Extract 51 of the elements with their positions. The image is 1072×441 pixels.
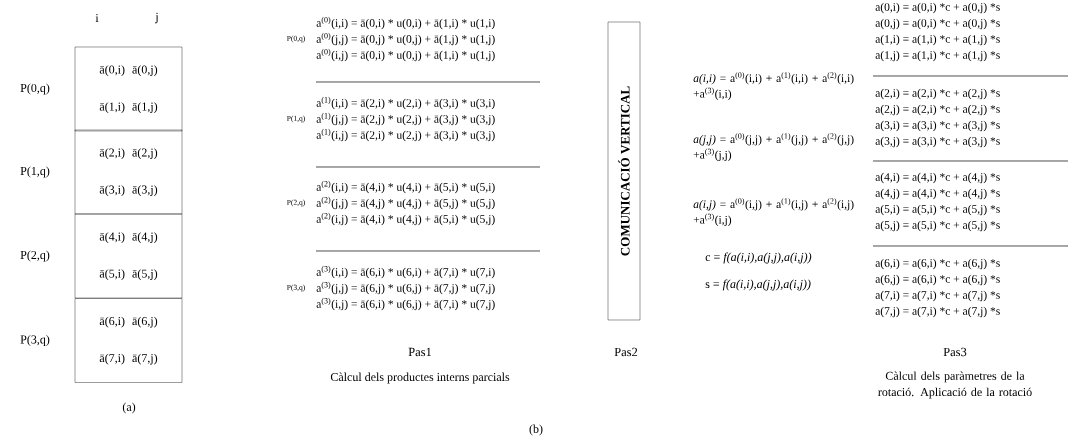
equation: a$^{(2)}$(i,i) = ā(4,i) * u(4,i) + ā(5,i) * u(5,i)	[316, 180, 495, 194]
table-cell: ā(6,i) ā(6,j) ā(7,i) ā(7,j)	[74, 298, 183, 383]
equation: a$^{(0)}$(i,j) = ā(0,i) * u(0,j) + ā(1,i) * u(1,j)	[316, 48, 495, 62]
equation: a(1,i) = a(1,i) *c + a(1,j) *s	[875, 34, 1000, 46]
table-cell: ā(2,i) ā(2,j) ā(3,i) ā(3,j)	[74, 129, 183, 215]
equation: a$^{(0)}$(j,j) = ā(0,j) * u(0,j) + ā(1,j) * u(1,j)	[316, 32, 495, 46]
step-caption: Càlcul dels paràmetres de la rotació. Aplicació de la rotació	[878, 371, 1032, 399]
equation: a(4,i) = a(4,i) *c + a(4,j) *s	[875, 172, 1000, 184]
column-header: j	[155, 12, 158, 24]
equation: a(3,j) = a(3,i) *c + a(3,j) *s	[875, 136, 1000, 148]
equation: a$^{(2)}$(i,j) = ā(4,i) * u(4,j) + ā(5,i) * u(5,j)	[316, 212, 495, 226]
equation: a(7,i) = a(7,i) *c + a(7,j) *s	[875, 290, 1000, 302]
equation: a$^{(1)}$(i,i) = ā(2,i) * u(2,i) + ā(3,i) * u(3,i)	[316, 96, 495, 110]
equation: s = f(a(i,i),a(j,j),a(i,j))	[705, 279, 811, 291]
figure-label: (a)	[122, 402, 136, 414]
equation: a(6,j) = a(6,i) *c + a(6,j) *s	[875, 274, 1000, 286]
figure-label: (b)	[529, 424, 543, 436]
equation: a(4,j) = a(4,i) *c + a(4,j) *s	[875, 188, 1000, 200]
equation: a(7,j) = a(7,i) *c + a(7,j) *s	[875, 306, 1000, 318]
row-label: P(0,q)	[20, 83, 50, 95]
table-cell: ā(0,i) ā(0,j) ā(1,i) ā(1,j)	[74, 46, 183, 132]
equation: a(0,j) = a(0,i) *c + a(0,j) *s	[875, 18, 1000, 30]
table-cell: ā(4,i) ā(4,j) ā(5,i) ā(5,j)	[74, 213, 183, 299]
equation: a$^{(0)}$(i,i) = ā(0,i) * u(0,i) + ā(1,i) * u(1,i)	[316, 16, 495, 30]
equation: a$^{(2)}$(j,j) = ā(4,j) * u(4,j) + ā(5,j) * u(5,j)	[316, 196, 495, 210]
equation: a(6,i) = a(6,i) *c + a(6,j) *s	[875, 258, 1000, 270]
equation: c = f(a(i,i),a(j,j),a(i,j))	[705, 252, 812, 264]
row-label: P(1,q)	[20, 166, 50, 178]
step-label: Pas2	[614, 347, 638, 357]
equation: a(i,j) = a$^{(0)}$(i,j) + a$^{(1)}$(i,j) + a$^{(2)}$(i,j) +a$^{(3)}$(i,j)	[693, 198, 854, 226]
equation: a(1,j) = a(1,i) *c + a(1,j) *s	[875, 50, 1000, 62]
equation: a(0,i) = a(0,i) *c + a(0,j) *s	[875, 2, 1000, 14]
equation: a(3,i) = a(3,i) *c + a(3,j) *s	[875, 120, 1000, 132]
equation: a(j,j) = a$^{(0)}$(j,j) + a$^{(1)}$(j,j) + a$^{(2)}$(j,j) +a$^{(3)}$(j,j)	[693, 133, 854, 161]
equation: a$^{(3)}$(i,i) = ā(6,i) * u(6,i) + ā(7,i) * u(7,i)	[316, 265, 495, 279]
equation: a$^{(3)}$(j,j) = ā(6,j) * u(6,j) + ā(7,j) * u(7,j)	[316, 281, 495, 295]
equation: a(5,i) = a(5,i) *c + a(5,j) *s	[875, 204, 1000, 216]
vertical-box: COMUNICACIÓ VERTICAL	[607, 21, 641, 321]
step-label: Pas1	[408, 347, 432, 357]
equation: a$^{(1)}$(i,j) = ā(2,i) * u(2,j) + ā(3,i) * u(3,j)	[316, 128, 495, 142]
row-label: P(2,q)	[20, 250, 50, 262]
equation: a$^{(3)}$(i,j) = ā(6,i) * u(6,j) + ā(7,i) * u(7,j)	[316, 297, 495, 311]
column-header: i	[95, 14, 99, 22]
step-caption: Càlcul dels productes interns parcials	[330, 372, 510, 384]
equation: a(2,j) = a(2,i) *c + a(2,j) *s	[875, 104, 1000, 116]
step-label: Pas3	[943, 347, 967, 357]
equation: a(5,j) = a(5,i) *c + a(5,j) *s	[875, 220, 1000, 232]
equation: a(2,i) = a(2,i) *c + a(2,j) *s	[875, 88, 1000, 100]
equation: a$^{(1)}$(j,j) = ā(2,j) * u(2,j) + ā(3,j) * u(3,j)	[316, 112, 495, 126]
equation: a(i,i) = a$^{(0)}$(i,i) + a$^{(1)}$(i,i) + a$^{(2)}$(i,i) +a$^{(3)}$(i,i)	[693, 72, 854, 100]
row-label: P(3,q)	[20, 335, 50, 346]
